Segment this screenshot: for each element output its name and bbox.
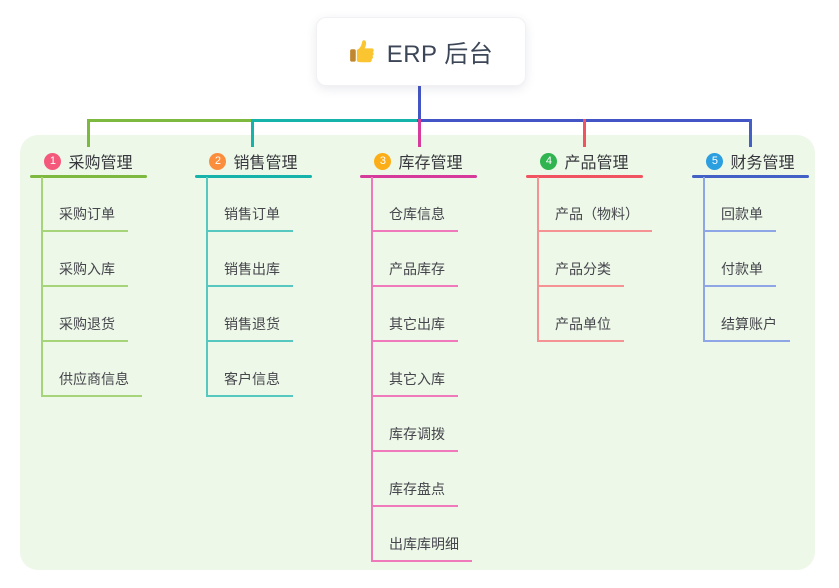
child-label: 供应商信息 — [43, 372, 142, 397]
branch-finance: 5 财务管理 回款单付款单结算账户 — [692, 148, 809, 342]
branch-number-badge: 3 — [374, 152, 392, 170]
branch-number-badge: 5 — [706, 152, 724, 170]
child-node[interactable]: 销售订单 — [208, 177, 293, 232]
child-node[interactable]: 付款单 — [705, 232, 790, 287]
branch-number-badge: 4 — [540, 152, 558, 170]
child-node[interactable]: 产品库存 — [373, 232, 472, 287]
child-label: 产品单位 — [539, 317, 624, 342]
branch-header[interactable]: 1 采购管理 — [30, 148, 147, 174]
connector-drop-2 — [251, 119, 254, 147]
branch-label: 采购管理 — [68, 155, 133, 172]
child-label: 采购订单 — [43, 207, 128, 232]
root-node[interactable]: ERP 后台 — [316, 17, 526, 86]
child-node[interactable]: 库存盘点 — [373, 452, 472, 507]
connector-bus-segment-1 — [87, 119, 253, 122]
child-label: 其它出库 — [373, 317, 458, 342]
connector-drop-1 — [87, 119, 90, 147]
child-node[interactable]: 仓库信息 — [373, 177, 472, 232]
child-label: 付款单 — [705, 262, 776, 287]
child-label: 产品分类 — [539, 262, 624, 287]
child-node[interactable]: 其它出库 — [373, 287, 472, 342]
child-node[interactable]: 采购入库 — [43, 232, 142, 287]
branch-label: 库存管理 — [398, 155, 463, 172]
mindmap-panel — [20, 135, 815, 570]
child-label: 其它入库 — [373, 372, 458, 397]
child-label: 客户信息 — [208, 372, 293, 397]
child-node[interactable]: 客户信息 — [208, 342, 293, 397]
branch-inventory: 3 库存管理 仓库信息产品库存其它出库其它入库库存调拨库存盘点出库库明细 — [360, 148, 477, 562]
child-node[interactable]: 产品（物料） — [539, 177, 652, 232]
child-node[interactable]: 出库库明细 — [373, 507, 472, 562]
child-node[interactable]: 采购订单 — [43, 177, 142, 232]
connector-drop-5 — [749, 119, 752, 147]
child-node[interactable]: 产品单位 — [539, 287, 652, 342]
children-list: 销售订单销售出库销售退货客户信息 — [206, 177, 293, 397]
branch-underline — [360, 175, 477, 178]
branch-number-badge: 2 — [209, 152, 227, 170]
branch-underline — [526, 175, 643, 178]
branch-header[interactable]: 4 产品管理 — [526, 148, 643, 174]
branch-header[interactable]: 3 库存管理 — [360, 148, 477, 174]
branch-label: 销售管理 — [233, 155, 298, 172]
branch-underline — [195, 175, 312, 178]
branch-product: 4 产品管理 产品（物料） 产品分类产品单位 — [526, 148, 652, 342]
children-list: 回款单付款单结算账户 — [703, 177, 790, 342]
branch-underline — [692, 175, 809, 178]
child-label: 库存盘点 — [373, 482, 458, 507]
child-label: 出库库明细 — [373, 537, 472, 562]
child-label: 销售退货 — [208, 317, 293, 342]
child-label: 仓库信息 — [373, 207, 458, 232]
connector-drop-3 — [418, 119, 421, 147]
connector-drop-4 — [583, 119, 586, 147]
child-node[interactable]: 结算账户 — [705, 287, 790, 342]
connector-root-vertical — [418, 84, 421, 120]
child-label: 产品库存 — [373, 262, 458, 287]
child-node[interactable]: 销售出库 — [208, 232, 293, 287]
child-node[interactable]: 其它入库 — [373, 342, 472, 397]
child-label: 采购入库 — [43, 262, 128, 287]
branch-label: 财务管理 — [730, 155, 795, 172]
child-label: 采购退货 — [43, 317, 128, 342]
child-node[interactable]: 供应商信息 — [43, 342, 142, 397]
child-node[interactable]: 库存调拨 — [373, 397, 472, 452]
root-label: ERP 后台 — [386, 41, 494, 68]
child-label: 销售出库 — [208, 262, 293, 287]
child-label: 库存调拨 — [373, 427, 458, 452]
branch-sales: 2 销售管理 销售订单销售出库销售退货客户信息 — [195, 148, 312, 397]
child-node[interactable]: 销售退货 — [208, 287, 293, 342]
branch-purchase: 1 采购管理 采购订单采购入库采购退货供应商信息 — [30, 148, 147, 397]
branch-header[interactable]: 5 财务管理 — [692, 148, 809, 174]
children-list: 产品（物料） 产品分类产品单位 — [537, 177, 652, 342]
child-label: 结算账户 — [705, 317, 790, 342]
child-node[interactable]: 采购退货 — [43, 287, 142, 342]
children-list: 采购订单采购入库采购退货供应商信息 — [41, 177, 142, 397]
branch-header[interactable]: 2 销售管理 — [195, 148, 312, 174]
child-label: 销售订单 — [208, 207, 293, 232]
connector-bus-segment-2 — [251, 119, 419, 122]
branch-label: 产品管理 — [564, 155, 629, 172]
children-list: 仓库信息产品库存其它出库其它入库库存调拨库存盘点出库库明细 — [371, 177, 472, 562]
thumbs-up-icon — [349, 38, 376, 65]
branch-underline — [30, 175, 147, 178]
child-node[interactable]: 产品分类 — [539, 232, 652, 287]
child-node[interactable]: 回款单 — [705, 177, 790, 232]
child-label: 产品（物料） — [539, 207, 652, 232]
branch-number-badge: 1 — [44, 152, 62, 170]
child-label: 回款单 — [705, 207, 776, 232]
